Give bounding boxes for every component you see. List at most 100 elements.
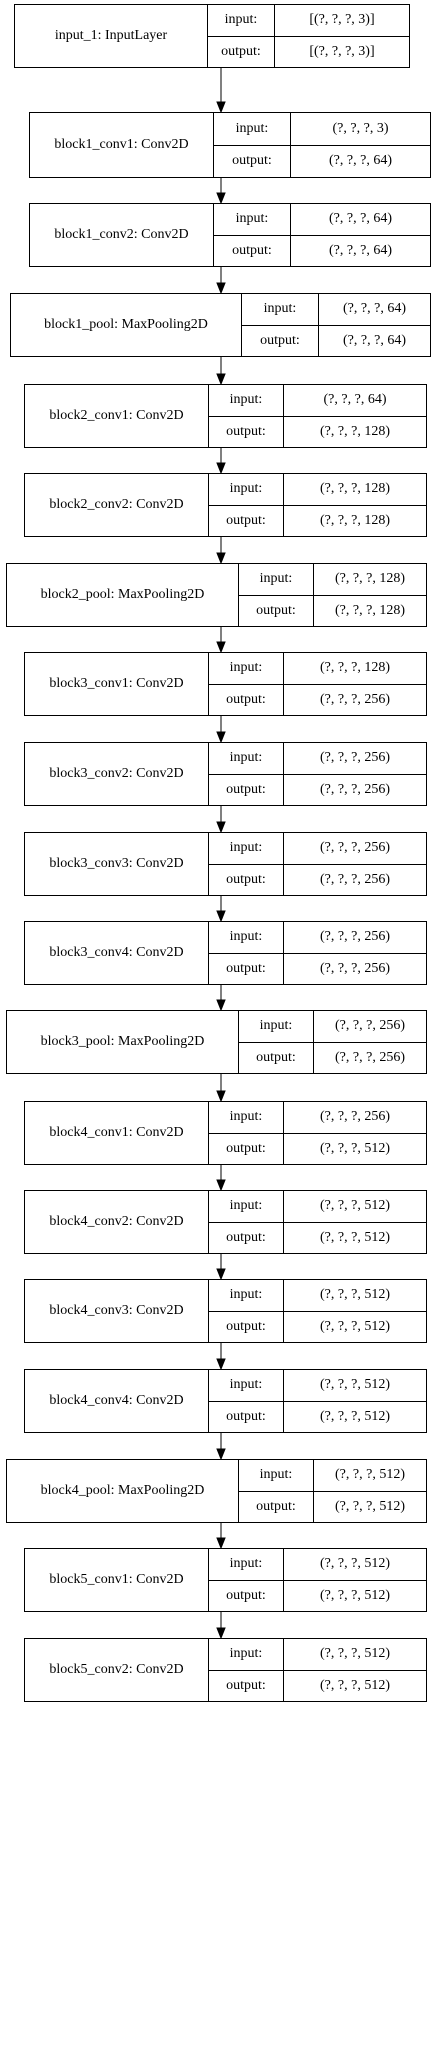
edge-arrowhead-8 — [216, 821, 226, 834]
output-label: output: — [208, 952, 284, 985]
edge-arrowhead-7 — [216, 731, 226, 744]
output-shape: (?, ?, ?, 128) — [283, 415, 427, 448]
output-label: output: — [208, 1669, 284, 1702]
output-label: output: — [213, 234, 291, 267]
output-label: output: — [208, 683, 284, 716]
layer-name: block1_conv2: Conv2D — [29, 203, 214, 267]
output-label: output: — [208, 1221, 284, 1254]
output-shape: [(?, ?, ?, 3)] — [274, 35, 410, 68]
input-label: input: — [208, 1101, 284, 1134]
output-label: output: — [208, 1579, 284, 1612]
layer-name: block3_conv2: Conv2D — [24, 742, 209, 806]
output-shape: (?, ?, ?, 512) — [283, 1221, 427, 1254]
output-shape: (?, ?, ?, 512) — [313, 1490, 427, 1523]
edge-arrowhead-17 — [216, 1627, 226, 1640]
input-label: input: — [208, 1369, 284, 1402]
edge-arrowhead-10 — [216, 999, 226, 1012]
input-shape: (?, ?, ?, 512) — [283, 1279, 427, 1312]
output-shape: (?, ?, ?, 128) — [283, 504, 427, 537]
output-shape: (?, ?, ?, 128) — [313, 594, 427, 627]
edge-arrowhead-12 — [216, 1179, 226, 1192]
layer-name: block3_conv3: Conv2D — [24, 832, 209, 896]
edge-arrowhead-3 — [216, 373, 226, 386]
edge-arrowhead-2 — [216, 282, 226, 295]
output-label: output: — [208, 1400, 284, 1433]
output-label: output: — [238, 594, 314, 627]
output-shape: (?, ?, ?, 64) — [318, 324, 431, 357]
input-shape: [(?, ?, ?, 3)] — [274, 4, 410, 37]
input-shape: (?, ?, ?, 512) — [283, 1638, 427, 1671]
output-label: output: — [238, 1041, 314, 1074]
input-shape: (?, ?, ?, 64) — [290, 203, 431, 236]
output-shape: (?, ?, ?, 512) — [283, 1310, 427, 1343]
input-label: input: — [238, 1010, 314, 1043]
input-shape: (?, ?, ?, 128) — [313, 563, 427, 596]
output-shape: (?, ?, ?, 256) — [313, 1041, 427, 1074]
output-shape: (?, ?, ?, 256) — [283, 863, 427, 896]
input-label: input: — [238, 1459, 314, 1492]
input-label: input: — [208, 384, 284, 417]
output-shape: (?, ?, ?, 512) — [283, 1579, 427, 1612]
edge-arrowhead-11 — [216, 1090, 226, 1103]
input-shape: (?, ?, ?, 128) — [283, 473, 427, 506]
edge-arrowhead-1 — [216, 192, 226, 205]
layer-name: block4_conv1: Conv2D — [24, 1101, 209, 1165]
edge-arrowhead-13 — [216, 1268, 226, 1281]
input-label: input: — [207, 4, 275, 37]
layer-name: block4_conv2: Conv2D — [24, 1190, 209, 1254]
input-label: input: — [213, 112, 291, 146]
edge-arrowhead-15 — [216, 1448, 226, 1461]
output-label: output: — [208, 773, 284, 806]
input-shape: (?, ?, ?, 512) — [283, 1548, 427, 1581]
output-label: output: — [208, 504, 284, 537]
input-shape: (?, ?, ?, 128) — [283, 652, 427, 685]
edge-arrowhead-5 — [216, 552, 226, 565]
layer-name: block4_conv4: Conv2D — [24, 1369, 209, 1433]
output-label: output: — [208, 863, 284, 896]
layer-name: input_1: InputLayer — [14, 4, 208, 68]
input-shape: (?, ?, ?, 256) — [283, 742, 427, 775]
output-shape: (?, ?, ?, 64) — [290, 144, 431, 178]
edge-arrowhead-4 — [216, 462, 226, 475]
output-label: output: — [241, 324, 319, 357]
input-shape: (?, ?, ?, 256) — [313, 1010, 427, 1043]
output-shape: (?, ?, ?, 512) — [283, 1132, 427, 1165]
input-shape: (?, ?, ?, 64) — [283, 384, 427, 417]
layer-name: block1_conv1: Conv2D — [29, 112, 214, 178]
layer-name: block4_pool: MaxPooling2D — [6, 1459, 239, 1523]
output-shape: (?, ?, ?, 256) — [283, 773, 427, 806]
input-label: input: — [208, 1190, 284, 1223]
output-shape: (?, ?, ?, 64) — [290, 234, 431, 267]
input-label: input: — [208, 473, 284, 506]
